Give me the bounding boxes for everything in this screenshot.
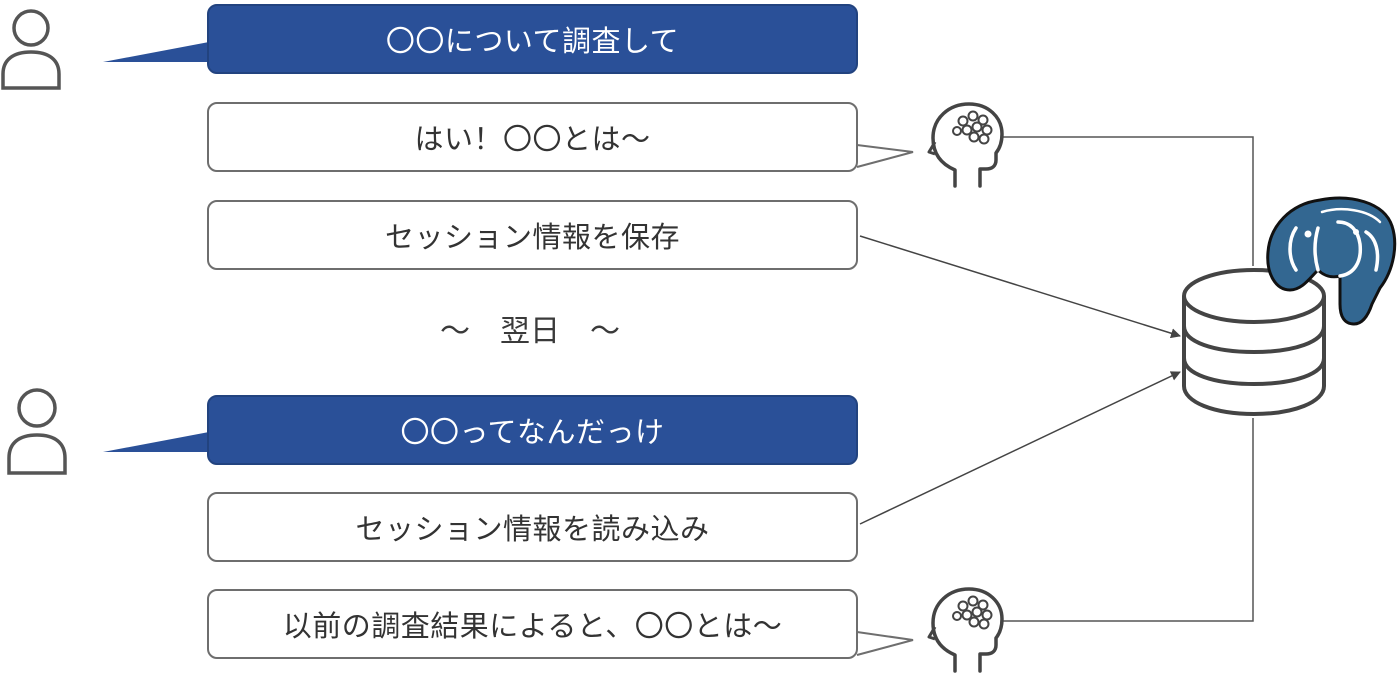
ai-brain-icon (927, 102, 1004, 188)
ai-head-2 (927, 587, 1004, 673)
ai-brain-icon (927, 587, 1004, 673)
ai-db-connector-top (1002, 136, 1254, 266)
user-avatar-2 (7, 388, 67, 475)
user-avatar-1 (1, 9, 61, 90)
user-request-text-1: 〇〇について調査して (385, 24, 680, 58)
person-icon (7, 388, 67, 475)
user-request-text-2: 〇〇ってなんだっけ (400, 415, 665, 449)
load-arrow (859, 371, 1181, 525)
user-bubble-tail-1 (103, 42, 209, 62)
postgresql-elephant-icon (1266, 196, 1397, 326)
load-session-box: セッション情報を読み込み (207, 492, 858, 562)
ai-reply-text-2: 以前の調査結果によると、〇〇とは～ (282, 609, 783, 643)
ai-reply-text-1: はい！〇〇とは～ (414, 122, 651, 156)
ai-reply-bubble-2: 以前の調査結果によると、〇〇とは～ (207, 589, 858, 659)
ai-reply-bubble-1: はい！〇〇とは～ (207, 102, 858, 172)
save-session-text: セッション情報を保存 (384, 220, 680, 254)
ai-head-1 (927, 102, 1004, 188)
postgresql-logo (1266, 196, 1397, 326)
ai-db-connector-bottom (1002, 418, 1254, 622)
user-request-bubble-1: 〇〇について調査して (207, 4, 858, 74)
ai-bubble-tail-2 (856, 631, 914, 656)
person-icon (1, 9, 61, 90)
next-day-label: ～ 翌日 ～ (440, 314, 620, 349)
save-arrow (859, 235, 1181, 339)
ai-bubble-tail-1 (856, 144, 914, 168)
user-request-bubble-2: 〇〇ってなんだっけ (207, 395, 858, 465)
save-session-box: セッション情報を保存 (207, 200, 858, 270)
user-bubble-tail-2 (103, 432, 209, 452)
load-session-text: セッション情報を読み込み (355, 512, 710, 546)
